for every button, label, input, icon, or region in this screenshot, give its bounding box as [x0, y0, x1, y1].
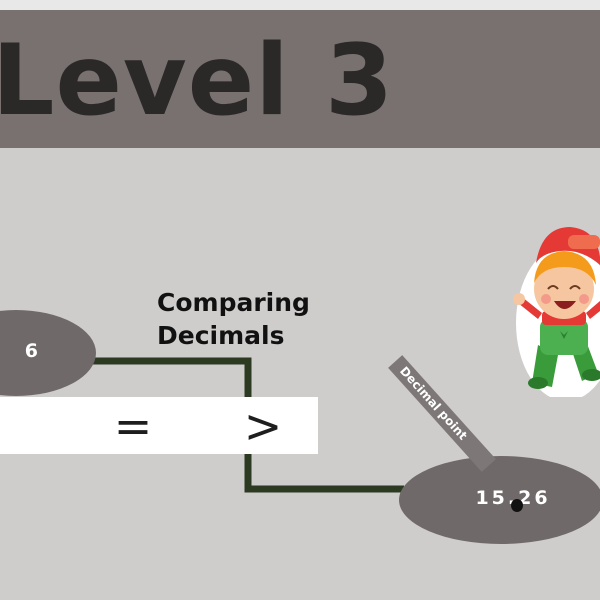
topic-title-line1: Comparing	[157, 288, 310, 317]
left-number-value: 6	[24, 340, 40, 362]
equals-symbol-button[interactable]: =	[113, 399, 153, 453]
decimal-point-marker	[511, 499, 523, 512]
right-number-oval	[399, 456, 600, 544]
level-banner: Level 3	[0, 10, 600, 148]
topic-title-line2: Decimals	[157, 321, 285, 350]
cartoon-boy-mascot	[513, 227, 600, 397]
top-strip	[0, 0, 600, 10]
topic-title: Comparing Decimals	[157, 286, 347, 352]
answer-bar	[0, 397, 318, 454]
greater-than-symbol-button[interactable]: >	[243, 399, 283, 453]
right-number-value: 15.26	[475, 487, 551, 509]
level-title: Level 3	[0, 24, 395, 138]
